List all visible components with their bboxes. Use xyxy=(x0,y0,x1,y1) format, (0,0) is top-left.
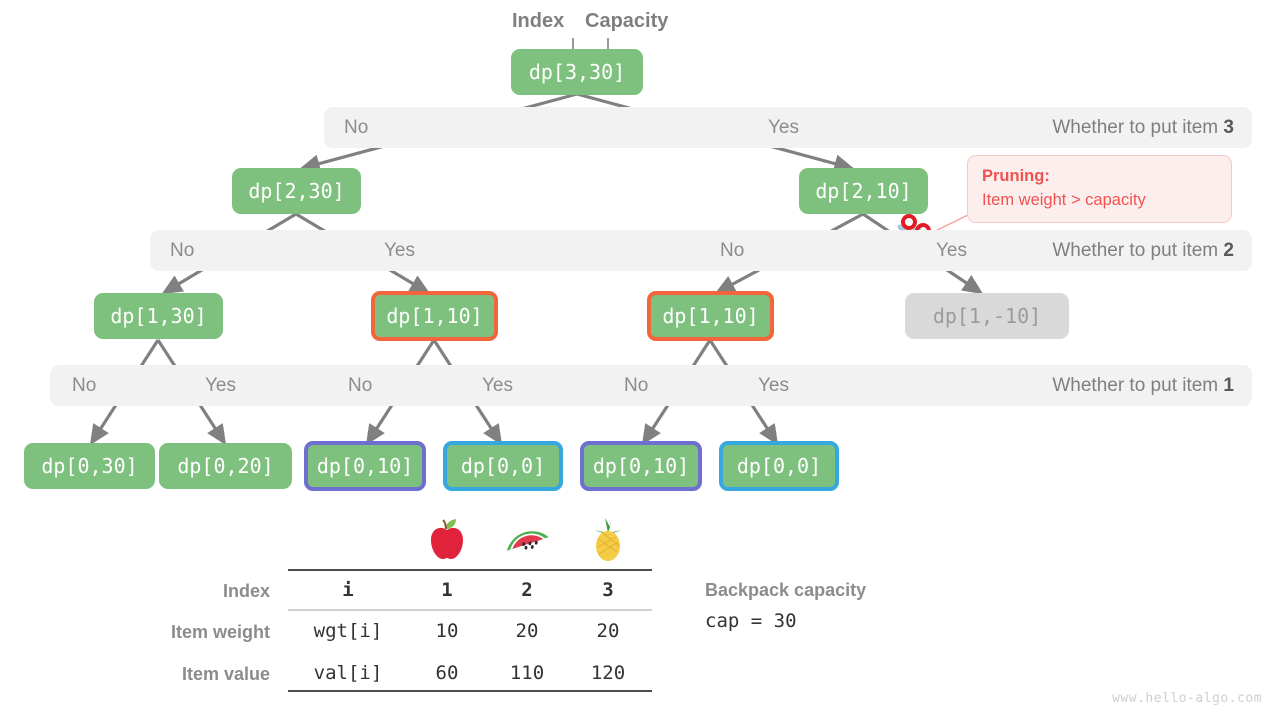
band2-no2-label: No xyxy=(720,239,745,261)
tree-leaf-0-0-b[interactable]: dp[0,0] xyxy=(719,441,839,491)
tree-leaf-0-10-a[interactable]: dp[0,10] xyxy=(304,441,426,491)
band1-no3-label: No xyxy=(624,374,649,396)
band2-yes1-label: Yes xyxy=(384,239,415,261)
band2-title-prefix: Whether to put item xyxy=(1052,239,1224,261)
band1-no1-label: No xyxy=(72,374,97,396)
tree-node-1-10-a[interactable]: dp[1,10] xyxy=(371,291,498,341)
table-rule-top xyxy=(288,569,652,571)
table-cell-val: val[i] xyxy=(313,662,383,684)
pineapple-icon xyxy=(594,518,622,561)
table-header-col-3: 3 xyxy=(602,579,614,601)
tree-node-1-30[interactable]: dp[1,30] xyxy=(94,293,223,339)
band3-title-prefix: Whether to put item xyxy=(1052,116,1224,138)
table-cell-i: i xyxy=(342,579,354,601)
table-value-3: 120 xyxy=(590,662,626,684)
table-row-label-index: Index xyxy=(222,581,270,601)
band3-no-label: No xyxy=(344,116,369,138)
band1-no2-label: No xyxy=(348,374,373,396)
tree-leaf-0-20[interactable]: dp[0,20] xyxy=(159,443,292,489)
table-rule-bottom xyxy=(288,690,652,692)
table-row-label-weight: Item weight xyxy=(170,622,270,642)
table-weight-3: 20 xyxy=(596,620,620,642)
capacity-title: Backpack capacity xyxy=(705,580,867,600)
tree-node-1-10-b[interactable]: dp[1,10] xyxy=(647,291,774,341)
tree-node-root[interactable]: dp[3,30] xyxy=(511,49,643,95)
capacity-block: Backpack capacity cap = 30 xyxy=(705,580,866,632)
tree-leaf-0-10-b[interactable]: dp[0,10] xyxy=(580,441,702,491)
tree-node-2-10[interactable]: dp[2,10] xyxy=(799,168,928,214)
band2-yes2-label: Yes xyxy=(936,239,967,261)
pruning-colon: : xyxy=(1044,167,1050,185)
band2-title: Whether to put item 2 xyxy=(1052,240,1234,262)
band-item-3: No Yes Whether to put item 3 xyxy=(324,107,1252,148)
band1-yes1-label: Yes xyxy=(205,374,236,396)
band1-yes2-label: Yes xyxy=(482,374,513,396)
watermelon-icon xyxy=(506,531,549,551)
table-value-2: 110 xyxy=(509,662,545,684)
capacity-expression: cap = 30 xyxy=(705,610,797,632)
pruning-word: Pruning xyxy=(982,167,1045,185)
pruning-callout: Pruning: Item weight > capacity xyxy=(967,155,1232,223)
table-rule-mid xyxy=(288,609,652,611)
tree-node-1-neg10[interactable]: dp[1,-10] xyxy=(905,293,1069,339)
band3-title: Whether to put item 3 xyxy=(1052,117,1234,139)
band1-yes3-label: Yes xyxy=(758,374,789,396)
tree-node-2-30[interactable]: dp[2,30] xyxy=(232,168,361,214)
table-header-col-2: 2 xyxy=(521,579,533,601)
band-item-2: No Yes No Yes Whether to put item 2 xyxy=(150,230,1252,271)
band1-title-prefix: Whether to put item xyxy=(1052,374,1224,396)
band1-title: Whether to put item 1 xyxy=(1052,375,1234,397)
index-pointer-label: Index xyxy=(512,10,565,32)
band3-yes-label: Yes xyxy=(768,116,799,138)
band2-no1-label: No xyxy=(170,239,195,261)
apple-icon xyxy=(431,519,463,559)
table-weight-1: 10 xyxy=(435,620,459,642)
pruning-callout-title: Pruning: xyxy=(982,165,1217,189)
table-value-1: 60 xyxy=(435,662,459,684)
tree-leaf-0-30[interactable]: dp[0,30] xyxy=(24,443,155,489)
table-header-col-1: 1 xyxy=(441,579,453,601)
watermark: www.hello-algo.com xyxy=(1112,691,1262,706)
pruning-callout-detail: Item weight > capacity xyxy=(982,190,1146,209)
table-weight-2: 20 xyxy=(515,620,539,642)
table-row-label-value: Item value xyxy=(181,664,270,684)
table-cell-wgt: wgt[i] xyxy=(313,620,383,642)
band2-title-num: 2 xyxy=(1223,239,1234,261)
capacity-pointer-label: Capacity xyxy=(585,10,669,32)
band1-title-num: 1 xyxy=(1223,374,1234,396)
band-item-1: No Yes No Yes No Yes Whether to put item… xyxy=(50,365,1252,406)
band3-title-num: 3 xyxy=(1223,116,1234,138)
tree-leaf-0-0-a[interactable]: dp[0,0] xyxy=(443,441,563,491)
